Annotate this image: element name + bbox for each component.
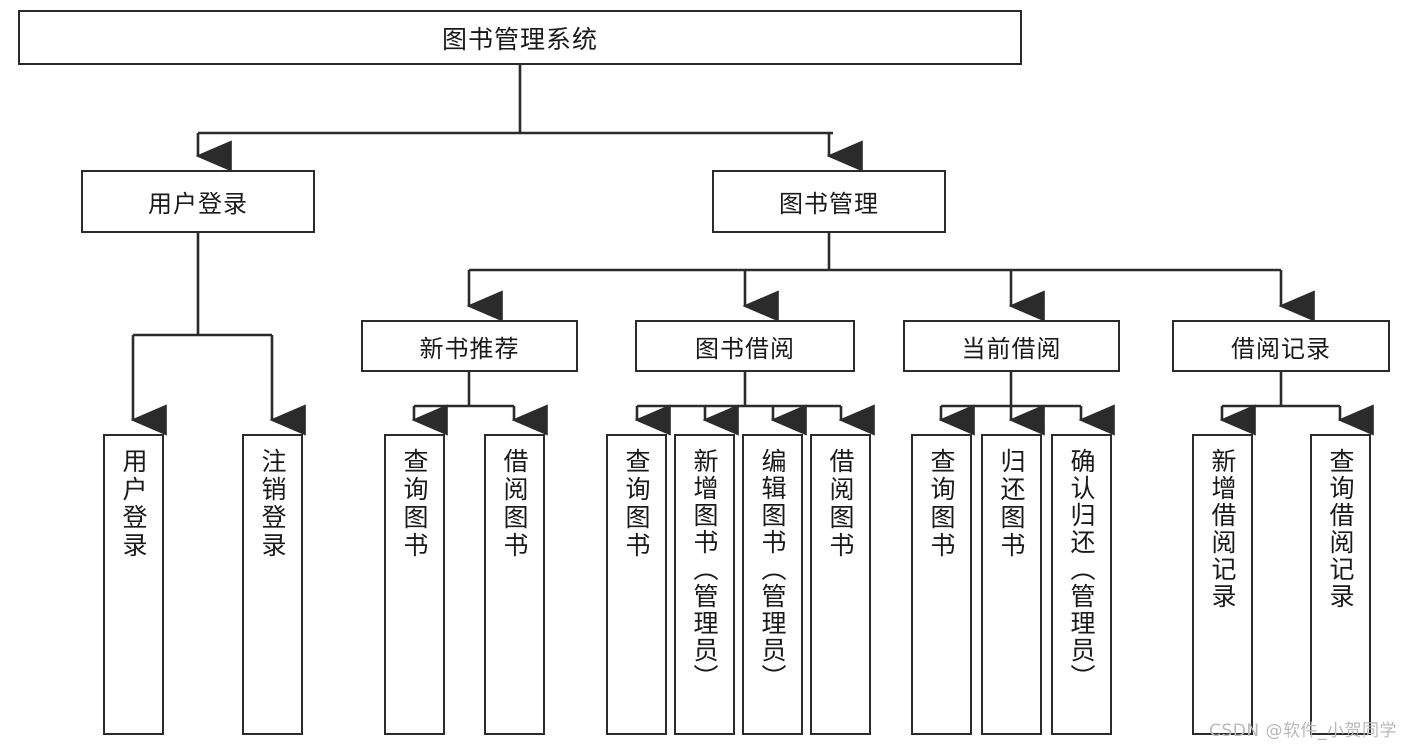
node-label: 图书借阅	[695, 334, 795, 363]
node-label: 查询图书	[400, 448, 429, 560]
node-leaf-edit-book[interactable]: 编辑图书（管理员）	[742, 434, 803, 735]
node-leaf-query-book-3[interactable]: 查询图书	[911, 434, 972, 735]
node-leaf-return-book[interactable]: 归还图书	[981, 434, 1042, 735]
node-label: 用户登录	[148, 190, 248, 218]
node-current-borrow[interactable]: 当前借阅	[903, 320, 1120, 372]
node-leaf-borrow-book-2[interactable]: 借阅图书	[810, 434, 871, 735]
node-leaf-confirm-return[interactable]: 确认归还（管理员）	[1051, 434, 1112, 735]
node-label: 新书推荐	[419, 334, 520, 363]
node-leaf-borrow-book-1[interactable]: 借阅图书	[484, 434, 545, 735]
node-leaf-add-record[interactable]: 新增借阅记录	[1192, 434, 1253, 735]
node-leaf-query-book-1[interactable]: 查询图书	[384, 434, 445, 735]
node-label: 图书管理	[779, 190, 879, 218]
node-label: 当前借阅	[961, 334, 1062, 363]
node-book-manage[interactable]: 图书管理	[712, 170, 946, 233]
node-label: 归还图书	[997, 448, 1026, 560]
node-label: 借阅记录	[1231, 334, 1331, 363]
node-label: 新增借阅记录	[1208, 448, 1237, 610]
node-label: 注销登录	[258, 448, 287, 560]
node-label: 用户登录	[119, 448, 148, 560]
node-label: 新增图书（管理员）	[690, 448, 719, 691]
node-new-book-rec[interactable]: 新书推荐	[361, 320, 578, 372]
node-user-login[interactable]: 用户登录	[81, 170, 315, 233]
node-label: 借阅图书	[500, 448, 529, 560]
node-leaf-user-logout[interactable]: 注销登录	[242, 434, 303, 735]
node-book-borrow[interactable]: 图书借阅	[635, 320, 855, 372]
node-leaf-user-login[interactable]: 用户登录	[103, 434, 164, 735]
node-leaf-query-record[interactable]: 查询借阅记录	[1310, 434, 1371, 735]
node-label: 查询图书	[622, 448, 651, 560]
node-label: 确认归还（管理员）	[1067, 448, 1096, 691]
node-leaf-add-book[interactable]: 新增图书（管理员）	[674, 434, 735, 735]
node-leaf-query-book-2[interactable]: 查询图书	[606, 434, 667, 735]
node-label: 借阅图书	[826, 448, 855, 560]
node-label: 查询借阅记录	[1326, 448, 1355, 610]
node-label: 查询图书	[927, 448, 956, 560]
node-book-management-system[interactable]: 图书管理系统	[18, 10, 1022, 65]
node-label: 编辑图书（管理员）	[758, 448, 787, 691]
node-borrow-record[interactable]: 借阅记录	[1172, 320, 1390, 372]
node-label: 图书管理系统	[441, 24, 598, 54]
watermark-text: CSDN @软件_小贺同学	[1209, 721, 1397, 741]
